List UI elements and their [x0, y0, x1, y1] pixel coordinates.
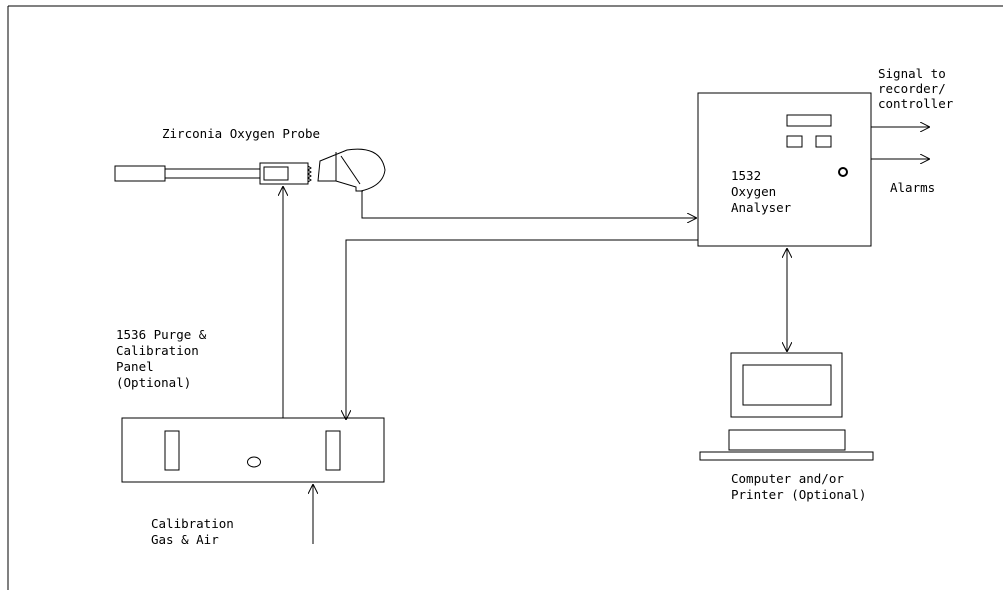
computer-printer: [699, 352, 874, 461]
analyser-button-left: [786, 135, 803, 148]
panel-flowmeter-right: [325, 430, 341, 471]
oxygen-analyser: [697, 92, 872, 247]
computer-label: Computer and/or Printer (Optional): [731, 471, 866, 502]
zirconia-oxygen-probe: [114, 148, 386, 192]
analyser-label: 1532 Oxygen Analyser: [731, 168, 792, 215]
analyser-to-panel-line: [346, 239, 698, 420]
signal-label: Signal to recorder/ controller: [878, 66, 954, 111]
calibration-gas-label: Calibration Gas & Air: [151, 516, 241, 547]
analyser-indicator: [838, 167, 848, 177]
probe-to-analyser-line: [361, 191, 697, 218]
alarms-label: Alarms: [890, 180, 935, 195]
purge-calibration-panel: [121, 417, 385, 483]
computer-screen: [742, 364, 832, 406]
analyser-button-right: [815, 135, 832, 148]
panel-valve: [247, 456, 261, 468]
printer-body: [728, 429, 846, 451]
printer-base: [699, 451, 874, 461]
panel-flowmeter-left: [164, 430, 180, 471]
panel-label: 1536 Purge & Calibration Panel (Optional…: [116, 327, 214, 390]
analyser-display: [786, 114, 832, 127]
probe-label: Zirconia Oxygen Probe: [162, 126, 320, 141]
computer-monitor: [730, 352, 843, 418]
